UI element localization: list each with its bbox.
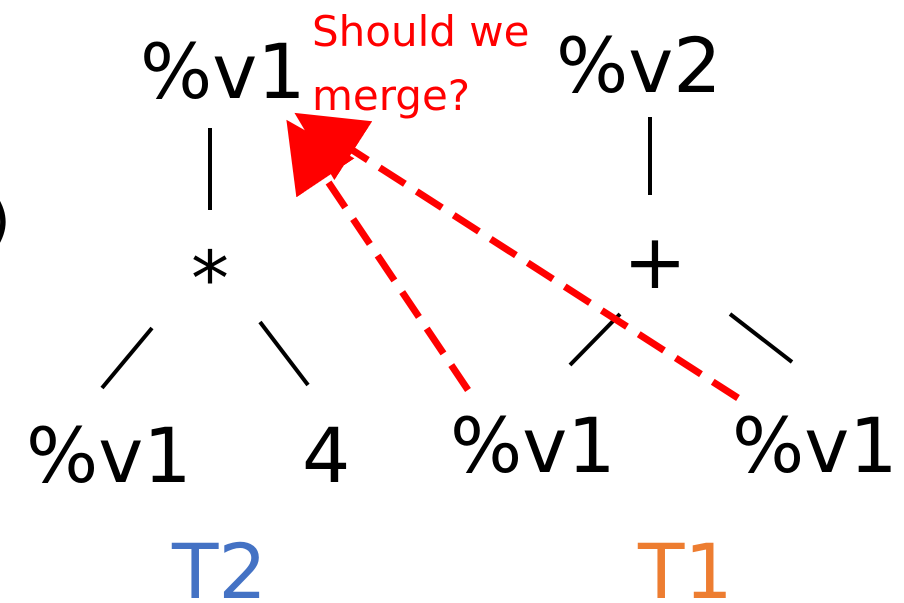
t2-root-node: %v1 — [140, 27, 306, 116]
t1-left-leaf-node: %v1 — [450, 401, 616, 490]
t1-left-edge — [568, 312, 622, 367]
merge-arrow-from-t1-left-leaf — [286, 119, 471, 392]
t1-root-node: %v2 — [556, 21, 722, 110]
t1-right-leaf-node: %v1 — [732, 401, 898, 490]
merge-arrow-from-t1-right-leaf — [294, 112, 740, 401]
merge-question-line-2: merge? — [312, 71, 470, 120]
edge-fragment: ) — [0, 186, 11, 254]
t2-left-edge — [100, 326, 154, 390]
tree-label-t2: T2 — [171, 527, 267, 603]
t2-right-leaf-node: 4 — [302, 411, 350, 500]
t2-multiply-node: * — [191, 234, 229, 323]
t1-right-edge — [728, 312, 794, 364]
merge-question-line-1: Should we — [312, 7, 529, 56]
t2-right-edge — [258, 320, 310, 387]
t1-plus-node: + — [623, 217, 687, 306]
t2-left-leaf-node: %v1 — [26, 411, 192, 500]
tree-label-t1: T1 — [637, 527, 733, 603]
